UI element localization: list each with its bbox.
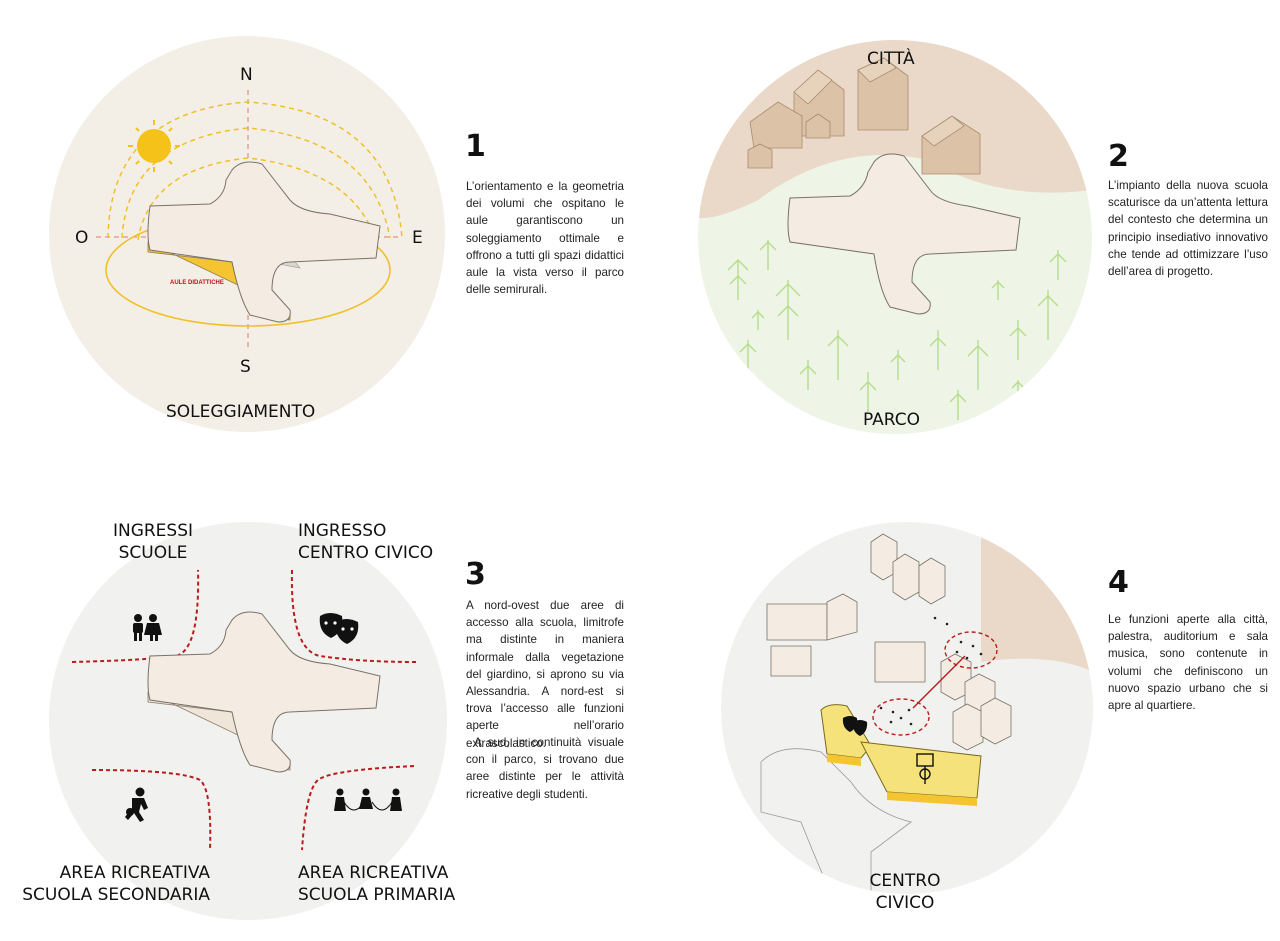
panel-2-text: L’impianto della nuova scuola scaturisce…: [1108, 179, 1268, 279]
panel-4-number: 4: [1108, 565, 1129, 600]
football-player-icon: [125, 787, 148, 822]
civic-diagram: [760, 522, 1093, 894]
neighbourhood-blocks: [766, 533, 1012, 751]
panel-1-caption: SOLEGGIAMENTO: [166, 402, 316, 422]
kids-playing-icon: [334, 788, 402, 811]
panel-3-number: 3: [465, 557, 486, 592]
panel-1-number: 1: [465, 129, 486, 164]
panel-4-text: Le funzioni aperte alla città, palestra,…: [1108, 613, 1268, 713]
park-trees: [727, 200, 1067, 420]
panel-contesto: CITTÀ PARCO 2 L’impianto della nuova scu…: [640, 0, 1280, 460]
label-area-primaria-line2: SCUOLA PRIMARIA: [298, 885, 456, 905]
label-area-secondaria: AREA RICREATIVA SCUOLA SECONDARIA: [16, 862, 210, 906]
civic-diagram-circle: [721, 522, 1093, 894]
theatre-masks-icon: [319, 613, 359, 644]
label-area-secondaria-line1: AREA RICREATIVA: [59, 863, 210, 883]
label-area-primaria: AREA RICREATIVA SCUOLA PRIMARIA: [298, 862, 455, 906]
school-building: [147, 611, 381, 773]
sun-diagram: AULE DIDATTICHE: [96, 90, 403, 350]
label-area-primaria-line1: AREA RICREATIVA: [298, 863, 449, 883]
urban-space-markers: [872, 631, 998, 736]
city-label: CITTÀ: [867, 49, 915, 69]
context-diagram-circle: [698, 40, 1092, 434]
compass-west: O: [75, 228, 89, 248]
compass-north: N: [240, 65, 253, 85]
label-ingressi-scuole: INGRESSI SCUOLE: [100, 520, 206, 564]
auditorium-icon: [842, 716, 868, 736]
label-ingressi-scuole-line1: INGRESSI: [112, 521, 194, 541]
school-building: [147, 161, 381, 323]
panel-soleggiamento: AULE DIDATTICHE N S O E SOLEGGIAMENTO 1 …: [0, 0, 640, 460]
city-houses: [747, 57, 981, 175]
sun-icon: [128, 120, 180, 172]
gym-icon: [916, 753, 934, 784]
area-boundaries: [71, 569, 417, 851]
aule-didattiche-tag: AULE DIDATTICHE: [170, 280, 224, 286]
label-ingressi-scuole-line2: SCUOLE: [118, 543, 188, 563]
panel-1-text: L’orientamento e la geometria dei volumi…: [466, 180, 624, 297]
access-diagram: [71, 569, 417, 851]
panel-2-number: 2: [1108, 139, 1129, 174]
panel-centro-civico: CENTRO CIVICO 4 Le funzioni aperte alla …: [640, 470, 1280, 941]
label-ingresso-line1: INGRESSO: [298, 521, 387, 541]
label-ingresso-centro-civico: INGRESSO CENTRO CIVICO: [298, 520, 433, 564]
label-area-secondaria-line2: SCUOLA SECONDARIA: [22, 885, 210, 905]
panel-4-caption: CENTRO CIVICO: [850, 870, 960, 914]
crowd-marks: [879, 616, 983, 726]
panel-accessi: INGRESSI SCUOLE INGRESSO CENTRO CIVICO A…: [0, 470, 640, 941]
context-diagram: [698, 40, 1092, 420]
panel-4-caption-line2: CIVICO: [875, 893, 935, 913]
panel-3-text-p1: A nord-ovest due aree di accesso alla sc…: [466, 599, 624, 750]
compass-east: E: [412, 228, 423, 248]
school-building: [787, 153, 1021, 315]
compass-south: S: [240, 357, 251, 377]
panel-4-caption-line1: CENTRO: [869, 871, 941, 891]
children-icon: [133, 614, 162, 641]
park-label: PARCO: [863, 410, 921, 430]
label-ingresso-line2: CENTRO CIVICO: [298, 543, 434, 563]
panel-3-text-p2: A sud, in continuità visuale con il parc…: [466, 736, 624, 801]
